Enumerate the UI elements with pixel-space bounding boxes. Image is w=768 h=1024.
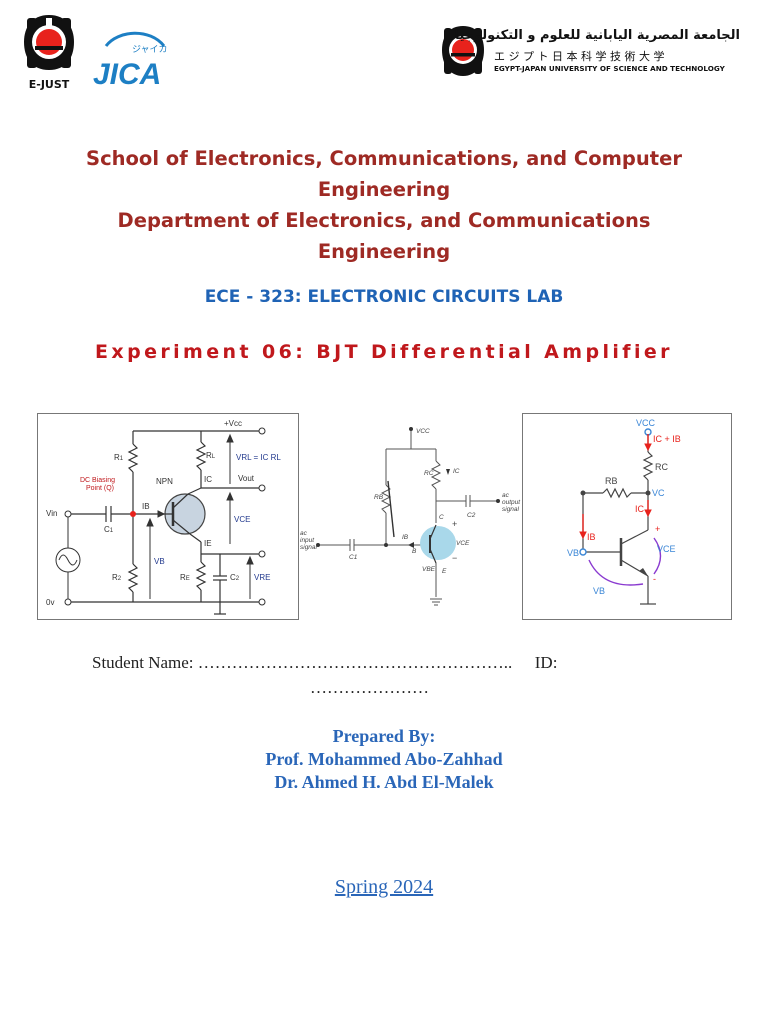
- student-id-dots: …………………: [310, 678, 429, 697]
- fig3-vc: VC: [652, 488, 665, 498]
- author-2: Dr. Ahmed H. Abd El-Malek: [274, 772, 494, 792]
- label-re: RE: [180, 573, 190, 582]
- fig3-rc: RC: [655, 462, 668, 472]
- fig2-in-3: signal: [300, 544, 318, 551]
- fig2-rc: RC: [424, 470, 434, 477]
- university-english-name: EGYPT-JAPAN UNIVERSITY OF SCIENCE AND TE…: [494, 64, 725, 73]
- label-ie: IE: [204, 539, 212, 548]
- circuit-1-svg: +Vcc R1 RL VRL = IC RL NPN IC Vout DC Bi…: [46, 419, 281, 615]
- fig3-plus: +: [655, 524, 660, 534]
- ejust-caption: E-JUST: [28, 78, 70, 91]
- ejust-logo: E-JUST: [18, 12, 80, 96]
- fig3-vce: VCE: [657, 544, 676, 554]
- label-c2: C2: [230, 573, 240, 582]
- label-vout: Vout: [238, 474, 255, 483]
- fig2-c2: C2: [467, 512, 476, 519]
- fig3-ic: IC: [635, 504, 645, 514]
- author-1: Prof. Mohammed Abo-Zahhad: [265, 749, 503, 769]
- label-ib: IB: [142, 502, 150, 511]
- label-npn: NPN: [156, 477, 173, 486]
- fig2-vcc: VCC: [416, 428, 430, 435]
- label-c1: C1: [104, 525, 114, 534]
- fig2-e: E: [442, 568, 447, 575]
- prepared-by-label: Prepared By:: [332, 726, 436, 746]
- circuit-diagram-collector-feedback: + - VCC IC + IB RC RB VC IC IB VB VCE VB: [522, 413, 732, 620]
- school-line-1: School of Electronics, Communications, a…: [86, 147, 682, 170]
- fig2-rb: RB: [374, 494, 384, 501]
- fig2-in-2: input: [300, 537, 315, 544]
- student-id-label: ID:: [534, 653, 558, 672]
- label-vin: Vin: [46, 509, 57, 518]
- fig2-out-1: ac: [502, 492, 510, 499]
- fig2-vce: VCE: [456, 540, 470, 547]
- term-text: Spring 2024: [334, 876, 434, 898]
- experiment-title: Experiment 06: BJT Differential Amplifie…: [95, 341, 673, 363]
- label-ic: IC: [204, 475, 212, 484]
- fig2-c: C: [439, 514, 444, 521]
- fig2-plus: +: [452, 519, 457, 529]
- circuit-3-svg: + - VCC IC + IB RC RB VC IC IB VB VCE VB: [567, 418, 681, 605]
- jica-kana: ジャイカ: [132, 44, 168, 54]
- fig2-b: B: [412, 548, 417, 555]
- fig2-minus: −: [452, 553, 457, 563]
- label-r1: R1: [114, 453, 124, 462]
- label-rl: RL: [206, 451, 216, 460]
- fig2-in-1: ac: [300, 530, 308, 537]
- fig3-minus: -: [653, 574, 656, 584]
- label-vre: VRE: [254, 573, 270, 582]
- university-logo-mark: [438, 24, 488, 80]
- jica-logo: JICA ジャイカ: [88, 24, 170, 94]
- fig3-vb-left: VB: [567, 548, 579, 558]
- university-arabic-name: الجامعة المصرية اليابانية للعلوم و التكن…: [454, 28, 740, 43]
- prepared-by-block: Prepared By: Prof. Mohammed Abo-Zahhad D…: [0, 725, 768, 794]
- circuit-diagram-common-emitter: +Vcc R1 RL VRL = IC RL NPN IC Vout DC Bi…: [37, 413, 299, 620]
- student-name-line: Student Name: ……………………………………………….. ID:: [92, 653, 557, 673]
- term-label: Spring 2024: [0, 876, 768, 899]
- school-name: School of Electronics, Communications, a…: [0, 143, 768, 267]
- label-0v: 0v: [46, 598, 54, 607]
- university-japanese-name: エ ジ プ ト 日 本 科 学 技 術 大 学: [494, 50, 665, 63]
- label-bias-2: Point (Q): [86, 485, 114, 492]
- fig2-vbe: VBE: [422, 566, 436, 573]
- department-line-2: Engineering: [317, 240, 451, 263]
- fig2-ib: IB: [402, 534, 409, 541]
- label-vrl: VRL = IC RL: [236, 453, 281, 462]
- school-line-2: Engineering: [317, 178, 451, 201]
- fig2-ic: IC: [453, 468, 460, 475]
- course-title: ECE - 323: ELECTRONIC CIRCUITS LAB: [204, 287, 564, 307]
- label-bias: DC Biasing: [80, 477, 115, 484]
- fig3-rb: RB: [605, 476, 618, 486]
- label-r2: R2: [112, 573, 122, 582]
- label-vb: VB: [154, 557, 165, 566]
- label-vce: VCE: [234, 515, 250, 524]
- circuit-2-svg: VCC RB RC IC C2 ac output signal ac inpu…: [300, 427, 521, 606]
- jica-wordmark: JICA: [93, 58, 161, 91]
- label-vcc: +Vcc: [224, 419, 242, 428]
- fig2-c1: C1: [349, 554, 358, 561]
- student-name-label: Student Name: ………………………………………………..: [92, 653, 513, 672]
- fig3-ib: IB: [587, 532, 596, 542]
- fig3-vcc: VCC: [636, 418, 656, 428]
- department-line-1: Department of Electronics, and Communica…: [117, 209, 651, 232]
- fig2-out-2: output: [502, 499, 521, 506]
- circuit-diagram-ac-amplifier: VCC RB RC IC C2 ac output signal ac inpu…: [298, 413, 522, 618]
- fig3-ic-ib: IC + IB: [653, 434, 681, 444]
- fig2-out-3: signal: [502, 506, 520, 513]
- fig3-vb-bottom: VB: [593, 586, 605, 596]
